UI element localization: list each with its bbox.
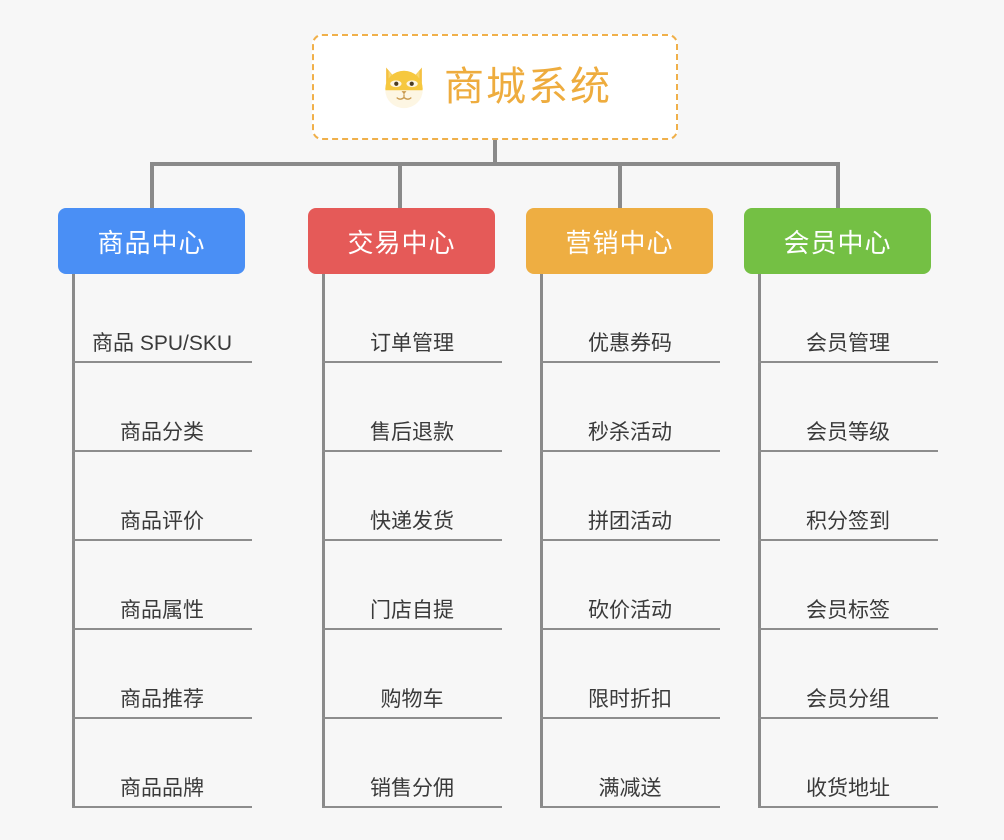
leaf-item[interactable]: 购物车: [322, 630, 502, 719]
leaf-item[interactable]: 会员分组: [758, 630, 938, 719]
connector-root-stem: [493, 140, 497, 164]
leaf-item[interactable]: 商品推荐: [72, 630, 252, 719]
leaf-item[interactable]: 积分签到: [758, 452, 938, 541]
leaf-label: 商品 SPU/SKU: [91, 331, 233, 355]
leaf-label: 订单管理: [370, 331, 454, 355]
leaf-label: 积分签到: [806, 509, 890, 533]
leaf-item[interactable]: 会员等级: [758, 363, 938, 452]
leaf-list-4: 会员管理 会员等级 积分签到 会员标签 会员分组 收货地址: [758, 274, 938, 808]
leaf-label: 门店自提: [370, 598, 454, 622]
category-title-3: 营销中心: [565, 227, 674, 258]
leaf-item[interactable]: 满减送: [540, 719, 720, 808]
category-title-2: 交易中心: [347, 227, 456, 258]
branch-spine-1: [72, 274, 75, 808]
leaf-label: 会员管理: [806, 331, 890, 355]
category-title-1: 商品中心: [97, 227, 206, 258]
leaf-item[interactable]: 售后退款: [322, 363, 502, 452]
connector-drop-column-4: [836, 162, 840, 210]
root-node[interactable]: 商城系统: [312, 34, 678, 140]
connector-drop-column-3: [618, 162, 622, 210]
connector-drop-column-1: [150, 162, 154, 210]
leaf-item[interactable]: 销售分佣: [322, 719, 502, 808]
leaf-item[interactable]: 商品分类: [72, 363, 252, 452]
leaf-label: 售后退款: [370, 420, 454, 444]
leaf-label: 砍价活动: [588, 598, 672, 622]
leaf-label: 商品评价: [120, 509, 204, 533]
leaf-item[interactable]: 会员管理: [758, 274, 938, 363]
leaf-item[interactable]: 秒杀活动: [540, 363, 720, 452]
leaf-list-3: 优惠券码 秒杀活动 拼团活动 砍价活动 限时折扣 满减送: [540, 274, 720, 808]
root-title: 商城系统: [444, 65, 612, 109]
leaf-list-2: 订单管理 售后退款 快递发货 门店自提 购物车 销售分佣: [322, 274, 502, 808]
leaf-label: 商品品牌: [120, 776, 204, 800]
leaf-list-1: 商品 SPU/SKU 商品分类 商品评价 商品属性 商品推荐 商品品牌: [72, 274, 252, 808]
leaf-label: 会员等级: [806, 420, 890, 444]
category-header-4[interactable]: 会员中心: [744, 208, 931, 274]
leaf-label: 拼团活动: [588, 509, 672, 533]
leaf-label: 购物车: [380, 687, 444, 711]
leaf-label: 优惠券码: [588, 331, 672, 355]
leaf-item[interactable]: 快递发货: [322, 452, 502, 541]
leaf-item[interactable]: 商品属性: [72, 541, 252, 630]
connector-drop-column-2: [398, 162, 402, 210]
leaf-item[interactable]: 限时折扣: [540, 630, 720, 719]
leaf-item[interactable]: 商品评价: [72, 452, 252, 541]
leaf-label: 满减送: [598, 776, 662, 800]
leaf-item[interactable]: 门店自提: [322, 541, 502, 630]
branch-spine-4: [758, 274, 761, 808]
shiba-dog-face-icon: [378, 61, 430, 113]
category-header-2[interactable]: 交易中心: [308, 208, 495, 274]
leaf-label: 商品分类: [120, 420, 204, 444]
leaf-item[interactable]: 商品品牌: [72, 719, 252, 808]
leaf-label: 秒杀活动: [588, 420, 672, 444]
leaf-label: 快递发货: [370, 509, 454, 533]
category-header-3[interactable]: 营销中心: [526, 208, 713, 274]
leaf-label: 商品属性: [120, 598, 204, 622]
leaf-item[interactable]: 商品 SPU/SKU: [72, 274, 252, 363]
leaf-item[interactable]: 拼团活动: [540, 452, 720, 541]
leaf-item[interactable]: 订单管理: [322, 274, 502, 363]
category-header-1[interactable]: 商品中心: [58, 208, 245, 274]
leaf-item[interactable]: 收货地址: [758, 719, 938, 808]
leaf-label: 销售分佣: [370, 776, 454, 800]
leaf-label: 限时折扣: [588, 687, 672, 711]
connector-horizontal-bus: [150, 162, 840, 166]
leaf-item[interactable]: 会员标签: [758, 541, 938, 630]
leaf-label: 会员标签: [806, 598, 890, 622]
leaf-label: 收货地址: [806, 776, 890, 800]
category-title-4: 会员中心: [783, 227, 892, 258]
leaf-item[interactable]: 砍价活动: [540, 541, 720, 630]
leaf-label: 商品推荐: [120, 687, 204, 711]
leaf-label: 会员分组: [806, 687, 890, 711]
branch-spine-3: [540, 274, 543, 808]
branch-spine-2: [322, 274, 325, 808]
leaf-item[interactable]: 优惠券码: [540, 274, 720, 363]
